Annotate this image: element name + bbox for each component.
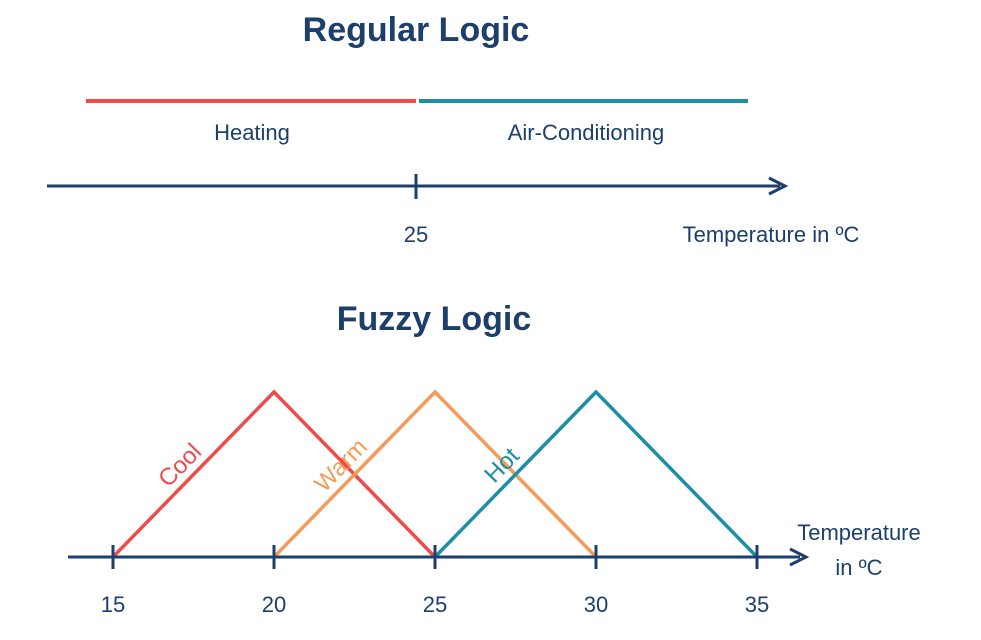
threshold-tick-label: 25 bbox=[404, 222, 428, 247]
set-label-cool: Cool bbox=[153, 438, 207, 492]
fuzzy-axis-label-line2: in ºC bbox=[835, 555, 882, 580]
fuzzy-axis-ticks: 15 20 25 30 35 bbox=[101, 545, 769, 617]
heating-label: Heating bbox=[214, 120, 290, 145]
membership-hot bbox=[433, 389, 759, 559]
set-label-hot: Hot bbox=[479, 442, 525, 488]
fuzzy-axis bbox=[68, 547, 810, 567]
tick-label: 25 bbox=[423, 592, 447, 617]
tick-label: 35 bbox=[745, 592, 769, 617]
fuzzy-logic-title: Fuzzy Logic bbox=[337, 300, 532, 338]
air-conditioning-label: Air-Conditioning bbox=[508, 120, 665, 145]
tick-label: 20 bbox=[262, 592, 286, 617]
tick-label: 30 bbox=[584, 592, 608, 617]
membership-warm bbox=[272, 389, 598, 559]
regular-axis bbox=[47, 174, 789, 199]
tick-label: 15 bbox=[101, 592, 125, 617]
regular-axis-label: Temperature in ºC bbox=[683, 222, 860, 247]
membership-cool bbox=[111, 389, 437, 559]
regular-logic-title: Regular Logic bbox=[303, 11, 530, 49]
fuzzy-axis-label-line1: Temperature bbox=[797, 520, 921, 545]
